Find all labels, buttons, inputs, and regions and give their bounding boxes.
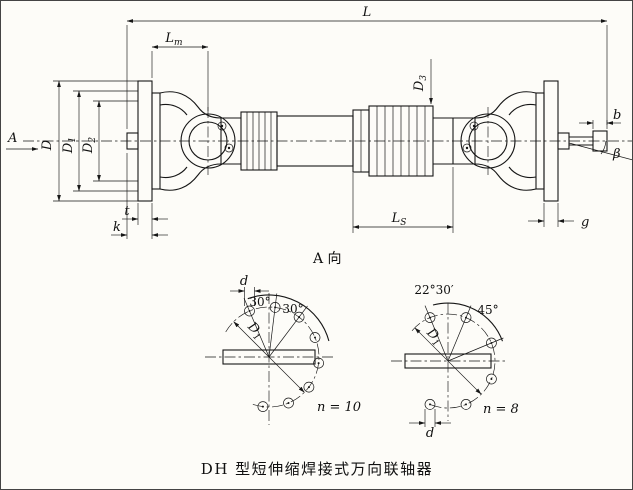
left-flange — [126, 80, 161, 202]
view-arrow-label: A — [7, 131, 17, 146]
dim-Lm: Lm — [151, 31, 209, 111]
dim-label-D1: D1 — [61, 137, 78, 154]
dim-b: b — [579, 108, 621, 129]
dim-label-g: g — [581, 215, 589, 230]
dim-D: D — [40, 80, 138, 202]
dim-d-left: d — [230, 274, 269, 306]
dim-label-beta: β — [612, 147, 621, 162]
dim-D3: D3 — [412, 59, 433, 105]
dim-L: L — [126, 5, 608, 129]
dim-t: t — [122, 203, 168, 239]
dim-label-d-right: d — [426, 426, 434, 441]
right-flange-view: D1 d 22°30′ 45° n = 8 — [391, 283, 519, 441]
main-side-view — [23, 80, 632, 202]
left-yoke — [159, 91, 222, 191]
left-flange-view: d D1 30° 30° n = 10 — [205, 274, 361, 425]
dim-Ls: LS — [352, 167, 454, 233]
dim-label-L: L — [362, 5, 372, 20]
angle-label-45: 45° — [477, 303, 498, 317]
right-flange — [535, 80, 632, 202]
flange-outer-arc — [247, 294, 330, 342]
dim-k: k — [111, 153, 168, 239]
right-universal-joint — [460, 113, 516, 169]
dimensions: L Lm D3 A D D1 — [6, 5, 621, 239]
dim-label-D3: D3 — [412, 75, 429, 92]
bolt-count-right: n = 8 — [483, 402, 519, 417]
dim-label-b: b — [613, 108, 621, 123]
telescopic-shaft — [220, 105, 476, 177]
bolt-holes — [424, 312, 497, 410]
angle-label-30-2: 30° — [282, 302, 303, 316]
dim-label-d-left: d — [240, 274, 248, 289]
dim-label-t: t — [124, 204, 130, 219]
bolt-pitch-circle — [225, 306, 320, 408]
right-yoke — [474, 91, 537, 191]
bolt-pitch-circle — [411, 313, 496, 409]
bolt-count-left: n = 10 — [317, 400, 361, 415]
bolt-holes — [244, 302, 324, 412]
flange-outer-arc — [432, 302, 504, 342]
figure-caption: DH 型短伸缩焊接式万向联轴器 — [201, 460, 433, 478]
dim-label-D2: D2 — [81, 137, 98, 154]
dim-label-Lm: Lm — [164, 31, 182, 48]
dim-d-right: d — [409, 409, 451, 441]
dim-g: g — [528, 203, 589, 230]
view-arrow-A: A — [6, 131, 39, 151]
view-label-A: A 向 — [312, 251, 342, 267]
dim-D2: D2 — [81, 100, 138, 182]
dim-label-Ls: LS — [391, 211, 407, 228]
angle-label-30-1: 30° — [249, 295, 270, 309]
dim-label-D1-left: D1 — [242, 319, 266, 343]
dim-label-k: k — [113, 220, 121, 235]
dim-label-D: D — [40, 139, 55, 151]
angle-label-2230: 22°30′ — [414, 283, 454, 297]
